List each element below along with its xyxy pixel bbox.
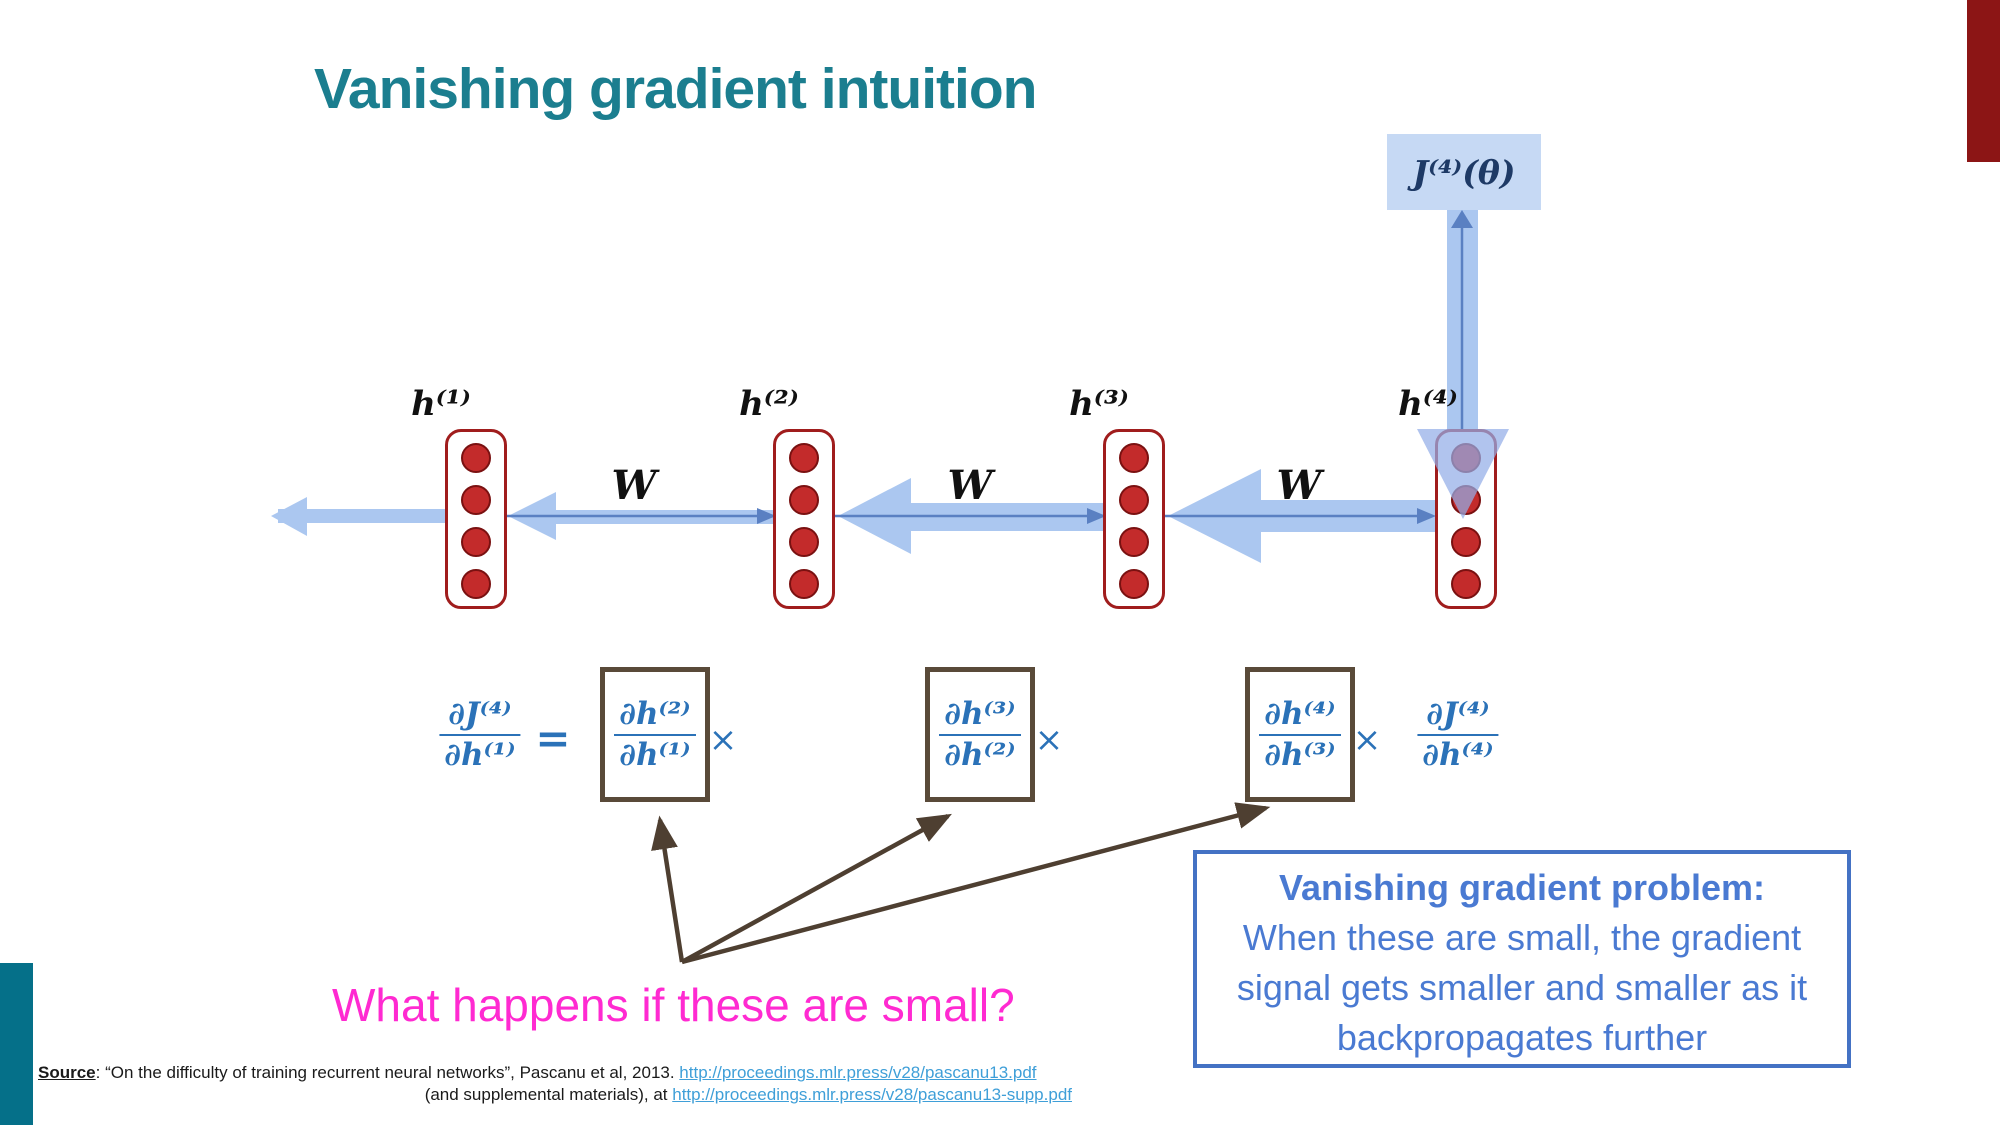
fraction-denominator: ∂h⁽²⁾ — [939, 733, 1021, 775]
corner-bar-teal — [0, 963, 33, 1125]
hidden-state-column-4 — [1435, 429, 1497, 609]
fraction-denominator: ∂h⁽¹⁾ — [614, 733, 696, 775]
neuron — [1119, 569, 1149, 599]
multiply-sign-2: × — [1034, 720, 1064, 760]
hidden-label-2: h⁽²⁾ — [739, 384, 799, 424]
equals-sign: = — [535, 713, 571, 763]
neuron — [1451, 569, 1481, 599]
pointer-arrow-1 — [651, 815, 685, 963]
hidden-label-4: h⁽⁴⁾ — [1398, 384, 1458, 424]
source-link-supplement[interactable]: http://proceedings.mlr.press/v28/pascanu… — [672, 1085, 1072, 1104]
fraction-denominator: ∂h⁽⁴⁾ — [1417, 734, 1499, 775]
gradient-arrow-shaft-2 — [911, 503, 1111, 531]
question-text: What happens if these are small? — [332, 979, 1015, 1031]
neuron — [789, 485, 819, 515]
callout-line: backpropagates further — [1336, 1017, 1708, 1058]
fraction-numerator: ∂h⁽³⁾ — [944, 695, 1016, 732]
neuron — [1451, 443, 1481, 473]
fraction-numerator: ∂h⁽⁴⁾ — [1264, 695, 1336, 732]
hidden-label-3: h⁽³⁾ — [1069, 384, 1129, 424]
hidden-state-column-2 — [773, 429, 835, 609]
gradient-arrow-shaft-1 — [556, 510, 782, 524]
multiply-sign-3: × — [1352, 720, 1382, 760]
fraction-numerator: ∂J⁽⁴⁾ — [1426, 696, 1490, 732]
hidden-label-1: h⁽¹⁾ — [411, 384, 471, 424]
fraction-numerator: ∂h⁽²⁾ — [619, 695, 691, 732]
hidden-state-column-3 — [1103, 429, 1165, 609]
gradient-arrow-head-1 — [508, 492, 556, 540]
forward-arrow-head-3 — [1417, 508, 1436, 524]
neuron — [789, 569, 819, 599]
gradient-arrow-head-3 — [1168, 469, 1261, 563]
loss-box: J⁽⁴⁾(θ) — [1387, 134, 1541, 210]
neuron — [1119, 485, 1149, 515]
pointer-arrow-3 — [681, 802, 1271, 965]
gradient-arrow-head-out — [271, 497, 307, 536]
vanishing-gradient-callout: Vanishing gradient problem: When these a… — [1193, 850, 1851, 1068]
gradient-arrow-shaft-out — [278, 509, 448, 523]
equation-term-box-2: ∂h⁽³⁾ ∂h⁽²⁾ — [925, 667, 1035, 802]
hidden-state-column-1 — [445, 429, 507, 609]
slide-title: Vanishing gradient intuition — [314, 57, 1037, 121]
source-link-paper[interactable]: http://proceedings.mlr.press/v28/pascanu… — [679, 1063, 1037, 1082]
term-fraction-2: ∂h⁽³⁾ ∂h⁽²⁾ — [939, 695, 1021, 775]
fraction-numerator: ∂J⁽⁴⁾ — [448, 696, 512, 732]
neuron — [1119, 443, 1149, 473]
neuron — [461, 443, 491, 473]
callout-heading: Vanishing gradient problem: — [1278, 867, 1766, 908]
neuron — [461, 527, 491, 557]
term-fraction-1: ∂h⁽²⁾ ∂h⁽¹⁾ — [614, 695, 696, 775]
weight-label-2: W — [947, 462, 993, 509]
equation-lhs-fraction: ∂J⁽⁴⁾ ∂h⁽¹⁾ — [439, 695, 521, 775]
fraction-denominator: ∂h⁽³⁾ — [1259, 733, 1341, 775]
callout-line: signal gets smaller and smaller as it — [1236, 967, 1808, 1008]
source-line-2: (and supplemental materials), at http://… — [38, 1084, 1072, 1106]
source-text: : “On the difficulty of training recurre… — [95, 1063, 680, 1082]
term-fraction-3: ∂h⁽⁴⁾ ∂h⁽³⁾ — [1259, 695, 1341, 775]
source-line-1: Source: “On the difficulty of training r… — [38, 1062, 1072, 1084]
neuron — [1451, 485, 1481, 515]
neuron — [789, 443, 819, 473]
neuron — [1119, 527, 1149, 557]
equation-rhs-fraction: ∂J⁽⁴⁾ ∂h⁽⁴⁾ — [1417, 695, 1499, 775]
pointer-arrow-2 — [680, 813, 952, 964]
weight-label-3: W — [1276, 462, 1322, 509]
fraction-denominator: ∂h⁽¹⁾ — [439, 734, 521, 775]
neuron — [461, 569, 491, 599]
corner-bar-red — [1967, 0, 2000, 162]
source-label: Source — [38, 1063, 96, 1082]
neuron — [461, 485, 491, 515]
neuron — [789, 527, 819, 557]
multiply-sign-1: × — [708, 720, 738, 760]
equation-term-box-1: ∂h⁽²⁾ ∂h⁽¹⁾ — [600, 667, 710, 802]
weight-label-1: W — [611, 462, 657, 509]
neuron — [1451, 527, 1481, 557]
loss-arrow-head-up — [1451, 210, 1473, 228]
equation-term-box-3: ∂h⁽⁴⁾ ∂h⁽³⁾ — [1245, 667, 1355, 802]
gradient-arrow-head-2 — [838, 478, 911, 554]
source-text-2: (and supplemental materials), at — [424, 1085, 673, 1104]
callout-line: When these are small, the gradient — [1242, 917, 1802, 958]
source-citation: Source: “On the difficulty of training r… — [38, 1062, 1072, 1106]
